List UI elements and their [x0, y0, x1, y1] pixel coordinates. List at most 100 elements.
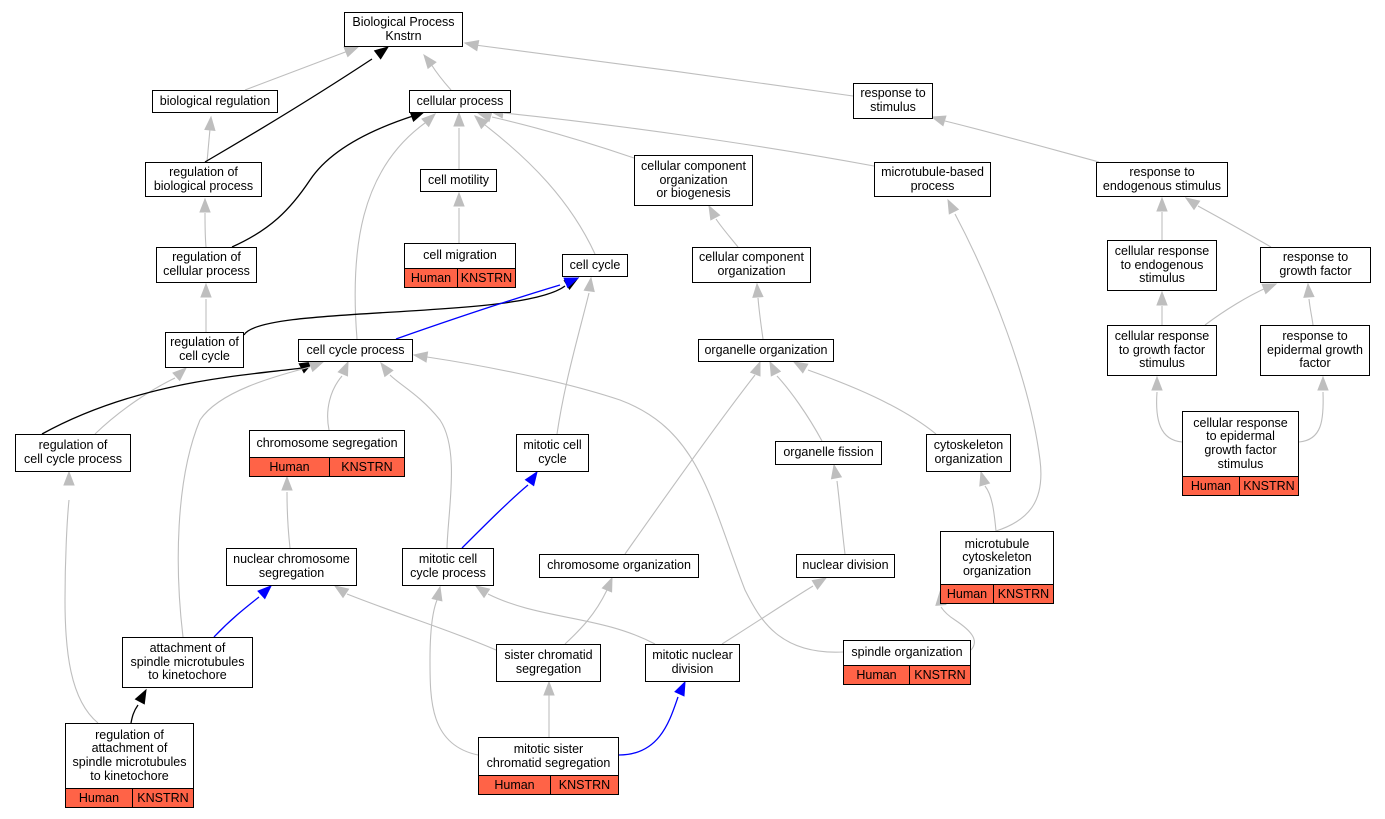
go-term-label: cellular process: [416, 93, 504, 108]
go-term-node-crefs[interactable]: cellular response to epidermal growth fa…: [1182, 411, 1299, 496]
go-term-node-of[interactable]: organelle fission: [775, 441, 882, 465]
go-term-label: cellular component organization or bioge…: [641, 159, 746, 201]
go-term-node-ccp[interactable]: cell cycle process: [298, 339, 413, 362]
arrowhead-icon: [281, 475, 293, 491]
go-term-label: response to growth factor: [1279, 250, 1352, 278]
go-term-label: organelle organization: [704, 342, 828, 357]
edge-mco-to-mbp: [947, 198, 1042, 532]
edge-crefs-to-regf: [1298, 375, 1329, 443]
go-term-node-rccp[interactable]: regulation of cell cycle process: [15, 434, 131, 472]
edge-line: [564, 589, 608, 645]
go-term-node-mccp[interactable]: mitotic cell cycle process: [402, 548, 494, 586]
species-cell: Human: [844, 666, 910, 684]
edge-line: [243, 285, 566, 336]
arrowhead-icon: [708, 204, 721, 221]
edge-regf-to-rgf: [1303, 282, 1315, 326]
go-term-node-crgf[interactable]: cellular response to growth factor stimu…: [1107, 325, 1217, 376]
arrowhead-icon: [308, 361, 325, 373]
gene-cell: KNSTRN: [910, 666, 970, 684]
edge-line: [954, 213, 1042, 532]
go-term-node-rgf[interactable]: response to growth factor: [1260, 247, 1371, 283]
go-term-node-ccob[interactable]: cellular component organization or bioge…: [634, 155, 753, 206]
go-term-node-cc[interactable]: cell cycle: [562, 254, 628, 277]
go-term-node-oo[interactable]: organelle organization: [698, 339, 834, 362]
go-term-node-mbp[interactable]: microtubule-based process: [874, 162, 991, 197]
edge-line: [395, 284, 561, 340]
arrowhead-icon: [337, 360, 349, 377]
edge-of-to-oo: [769, 360, 823, 442]
edge-ccp-to-cc: [395, 277, 580, 340]
arrowhead-icon: [811, 577, 828, 590]
arrowhead-icon: [453, 111, 465, 127]
go-term-node-mcc[interactable]: mitotic cell cycle: [516, 434, 589, 472]
go-term-node-rasmk[interactable]: regulation of attachment of spindle micr…: [65, 723, 194, 808]
go-term-node-rs[interactable]: response to stimulus: [853, 83, 933, 119]
go-term-node-scs[interactable]: sister chromatid segregation: [496, 644, 601, 682]
arrowhead-icon: [769, 360, 782, 377]
go-term-label: cellular response to endogenous stimulus: [1114, 244, 1210, 286]
edge-line: [461, 484, 529, 549]
arrowhead-icon: [601, 576, 613, 593]
edge-line: [231, 115, 414, 248]
go-term-node-br[interactable]: biological regulation: [152, 90, 278, 113]
edge-br-to-bp: [244, 46, 360, 91]
arrowhead-icon: [1317, 375, 1329, 391]
arrowhead-icon: [674, 680, 686, 697]
go-term-node-cres[interactable]: cellular response to endogenous stimulus: [1107, 240, 1217, 291]
edge-rasmk-to-asmk: [130, 688, 147, 724]
edges-layer: [41, 39, 1329, 756]
arrowhead-icon: [134, 688, 147, 705]
edge-oo-to-cco: [752, 282, 764, 340]
go-term-node-rcp[interactable]: regulation of cellular process: [156, 247, 257, 283]
edge-line: [474, 44, 854, 97]
go-term-node-ncs[interactable]: nuclear chromosome segregation: [226, 548, 357, 586]
go-term-node-chro[interactable]: chromosome organization: [539, 554, 699, 578]
go-term-node-regf[interactable]: response to epidermal growth factor: [1260, 325, 1370, 376]
go-term-node-mnd[interactable]: mitotic nuclear division: [645, 644, 740, 682]
arrowhead-icon: [257, 585, 273, 600]
species-cell: Human: [66, 789, 133, 807]
go-term-node-cmot[interactable]: cell motility: [420, 169, 497, 192]
edge-cmot-to-cp: [453, 111, 465, 169]
gene-cell: KNSTRN: [330, 458, 404, 476]
go-term-label: biological regulation: [159, 93, 271, 108]
edge-line: [556, 292, 590, 435]
edge-cres-to-res: [1156, 196, 1168, 240]
edge-line: [213, 596, 260, 638]
edge-line: [715, 218, 739, 248]
go-term-node-cp[interactable]: cellular process: [409, 90, 511, 113]
go-term-node-cco[interactable]: cellular component organization: [692, 247, 811, 283]
go-term-label: chromosome organization: [547, 558, 691, 573]
go-term-label: nuclear division: [802, 558, 889, 573]
go-term-node-co[interactable]: cytoskeleton organization: [926, 434, 1011, 472]
go-term-label: spindle organization: [851, 645, 963, 660]
arrowhead-icon: [343, 46, 360, 58]
edge-line: [64, 499, 99, 724]
arrowhead-icon: [563, 277, 580, 289]
go-term-node-rbp[interactable]: regulation of biological process: [145, 162, 262, 197]
arrowhead-icon: [1303, 282, 1315, 298]
arrowhead-icon: [453, 191, 465, 207]
edge-asmk-to-ccp: [177, 361, 325, 638]
go-term-node-asmk[interactable]: attachment of spindle microtubules to ki…: [122, 637, 253, 688]
arrowhead-icon: [1151, 375, 1163, 391]
edge-line: [204, 212, 207, 248]
go-term-node-nd[interactable]: nuclear division: [796, 554, 895, 578]
go-term-label: response to epidermal growth factor: [1267, 329, 1363, 371]
arrowhead-icon: [423, 53, 437, 70]
edge-asmk-to-ncs: [213, 585, 273, 638]
go-term-node-bp[interactable]: Biological Process Knstrn: [344, 12, 463, 47]
edge-line: [618, 696, 679, 756]
go-term-node-rcc[interactable]: regulation of cell cycle: [165, 332, 244, 368]
go-term-node-res[interactable]: response to endogenous stimulus: [1096, 162, 1228, 197]
edge-line: [1197, 205, 1272, 248]
go-term-label: mitotic nuclear division: [652, 648, 733, 676]
